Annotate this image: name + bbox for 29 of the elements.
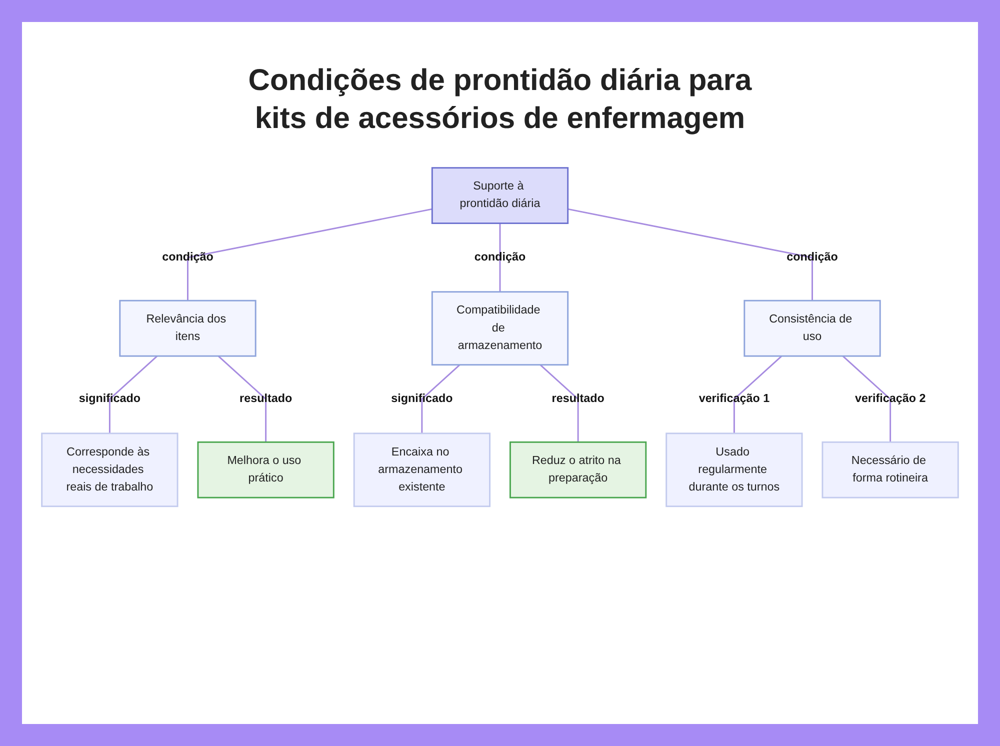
connector-line — [733, 356, 782, 434]
edge-label: significado — [391, 392, 453, 407]
process-box: Melhora o uso prático — [197, 441, 334, 498]
edge-label: condição — [786, 250, 838, 266]
connector-line — [540, 364, 579, 442]
connector-line — [218, 356, 267, 442]
edge-label: condição — [474, 250, 526, 266]
edge-label: resultado — [552, 392, 604, 407]
connector-line — [421, 364, 460, 434]
edge-label: verificação 2 — [854, 392, 926, 407]
process-box: Consistência de uso — [744, 300, 881, 357]
process-box: Necessário de forma rotineira — [822, 441, 959, 498]
process-box: Encaixa no armazenamento existente — [353, 432, 491, 508]
process-box: Suporte à prontidão diária — [431, 167, 569, 224]
connector-line — [499, 223, 501, 292]
process-box: Reduz o atrito na preparação — [509, 441, 647, 498]
process-box: Compatibilidade de armazenamento — [431, 291, 569, 366]
edge-label: verificação 1 — [698, 392, 770, 407]
process-box: Usado regularmente durante os turnos — [666, 432, 803, 508]
edge-label: condição — [162, 250, 214, 266]
process-box: Relevância dos itens — [119, 300, 256, 357]
connector-line — [842, 356, 892, 442]
edge-label: significado — [78, 392, 140, 407]
diagram-title: Condições de prontidão diária para kits de acessórios de enfermagem — [247, 63, 753, 137]
edge-label: resultado — [240, 392, 292, 407]
connector-line — [187, 208, 432, 301]
connector-line — [108, 356, 158, 434]
process-box: Corresponde às necessidades reais de trabalho — [41, 432, 178, 508]
connector-line — [568, 208, 813, 301]
